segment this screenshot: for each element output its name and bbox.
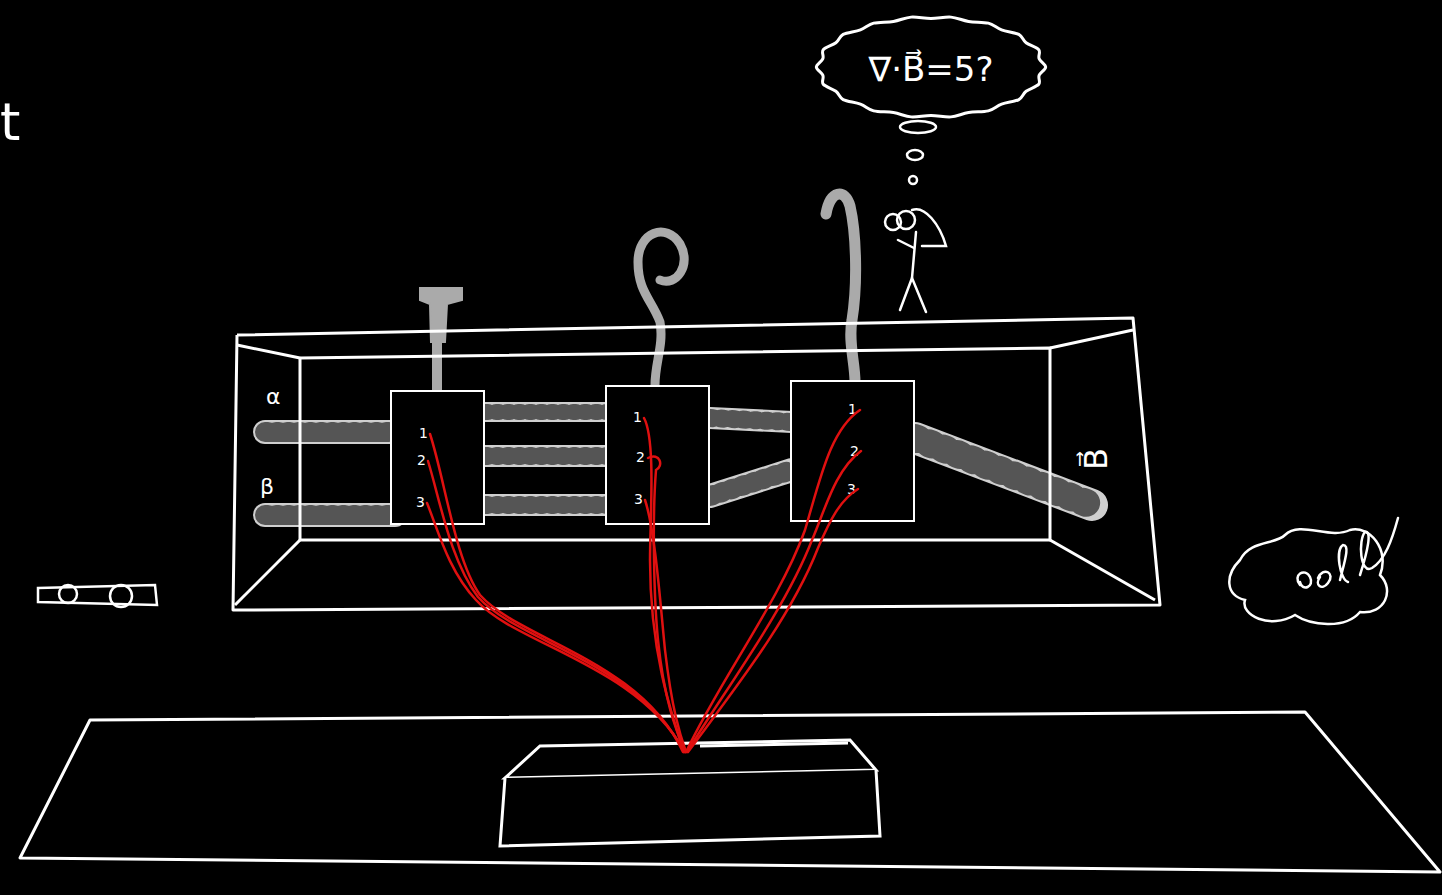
- knob-stem: [432, 342, 442, 390]
- module-box: 1 2 3: [790, 380, 915, 522]
- housing-line: [233, 318, 1160, 610]
- input-label: β: [260, 476, 274, 498]
- thought-trail: [900, 121, 936, 133]
- pin-number: 2: [850, 444, 859, 458]
- pin-number: 2: [417, 453, 426, 467]
- small-object-wheel: [59, 585, 77, 603]
- red-wire: [648, 457, 685, 752]
- tube: [915, 438, 1092, 505]
- blob-creature: [1229, 529, 1387, 624]
- pin-number: 3: [416, 495, 425, 509]
- figure-goggle: [897, 211, 915, 229]
- small-object: [38, 585, 157, 605]
- red-wire: [688, 489, 858, 752]
- pin-number: 1: [419, 426, 428, 440]
- tube: [265, 420, 395, 444]
- base-box-highlight: [700, 743, 848, 746]
- tube-rings: [485, 404, 608, 420]
- red-wire: [430, 434, 683, 752]
- thought-text: ∇·B⃗=5?: [805, 52, 1057, 86]
- figure-arm: [898, 240, 914, 248]
- tube: [265, 503, 395, 527]
- thought-trail: [909, 176, 917, 184]
- tube-rings: [710, 418, 792, 422]
- red-wire: [644, 418, 684, 752]
- machine-housing: 1 2 3 1 2 3 1 2 3 α β B⃗: [233, 318, 1160, 610]
- module-box: 1 2 3: [390, 390, 485, 525]
- thought-trail: [907, 150, 923, 160]
- pin-number: 2: [636, 450, 645, 464]
- thought-bubble: ∇·B⃗=5?: [805, 8, 1057, 126]
- red-wire: [427, 503, 685, 752]
- figure-legs: [900, 278, 926, 312]
- spiral-knob: [638, 232, 684, 385]
- small-object-wheel: [110, 585, 132, 607]
- tube-rings: [485, 496, 608, 514]
- tube-rings: [265, 505, 395, 525]
- table-outline: [20, 712, 1440, 872]
- red-wire: [645, 500, 686, 752]
- red-wire: [428, 461, 684, 752]
- tube-rings: [915, 438, 1092, 505]
- red-wire: [687, 451, 861, 752]
- tube: [485, 494, 608, 516]
- tube: [710, 470, 792, 496]
- housing-line: [1050, 540, 1155, 600]
- output-label: B⃗: [1080, 448, 1112, 470]
- base-box-front: [500, 770, 880, 846]
- module-box: 1 2 3: [605, 385, 710, 525]
- blob-scribble: [1297, 518, 1398, 587]
- pin-number: 1: [848, 402, 857, 416]
- tube: [485, 402, 608, 422]
- title-fragment: t: [0, 96, 20, 148]
- pin-number: 3: [847, 482, 856, 496]
- red-wire: [686, 410, 860, 752]
- hook-knob: [826, 194, 856, 382]
- pin-number: 1: [633, 410, 642, 424]
- figure-body: [912, 232, 916, 278]
- pin-number: 3: [634, 492, 643, 506]
- input-label: α: [266, 386, 281, 408]
- housing-line: [237, 345, 300, 358]
- tube-rings: [710, 470, 792, 496]
- figure-head: [912, 209, 946, 246]
- t-knob: [420, 288, 462, 342]
- tube-rings: [265, 422, 395, 442]
- tube: [710, 418, 792, 422]
- tube: [485, 445, 608, 467]
- housing-line: [235, 540, 300, 605]
- housing-line: [300, 348, 1050, 540]
- housing-line: [1050, 330, 1133, 348]
- tube-rings: [485, 447, 608, 465]
